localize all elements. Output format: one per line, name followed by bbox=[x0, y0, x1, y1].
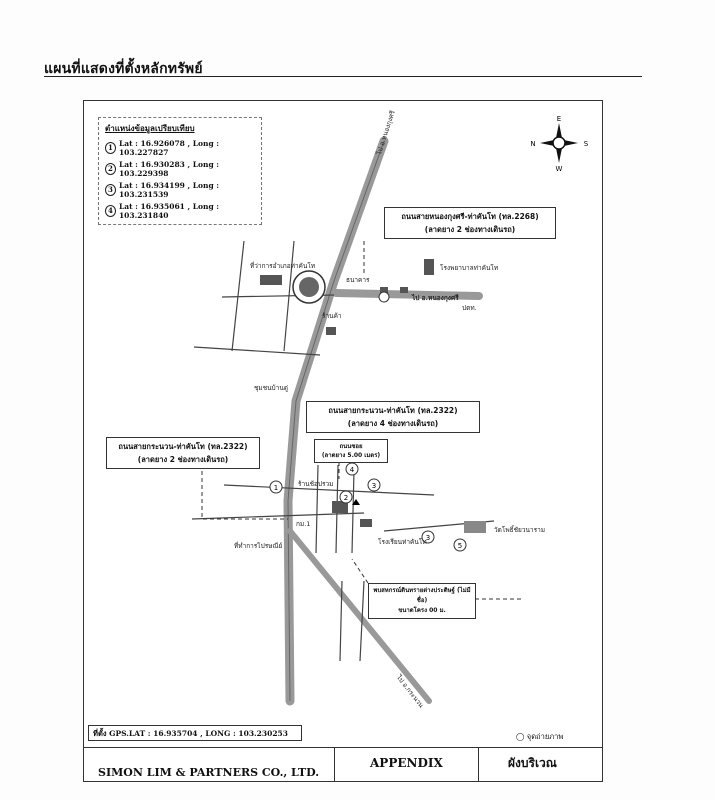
coord-text: Lat : 16.930283 , Long : 103.229398 bbox=[118, 160, 220, 178]
label-temple: วัดโพธิ์ชัยวนาราม bbox=[494, 526, 546, 534]
callout-road-2322-4-lane: ถนนสายกระนวน-ท่าคันโท (ทล.2322) (ลาดยาง … bbox=[306, 401, 480, 433]
road-southeast bbox=[287, 528, 432, 704]
marker-number: 4 bbox=[105, 205, 116, 217]
label-bank: ธนาคาร bbox=[346, 276, 370, 284]
coord-text: Lat : 16.935061 , Long : 103.231840 bbox=[118, 202, 220, 220]
svg-text:2: 2 bbox=[344, 494, 348, 502]
coords-heading: ตำแหน่งข้อมูลเปรียบเทียบ bbox=[105, 123, 195, 133]
label-hospital: โรงพยาบาลท่าคันโท bbox=[440, 264, 499, 272]
comparison-markers: 1 4 3 2 3 5 bbox=[269, 291, 467, 552]
highway-main-road-edge bbox=[287, 140, 385, 702]
callout-soi: ถนนซอย (ลาดยาง 5.00 เมตร) bbox=[314, 439, 388, 463]
callout-line: ถนนซอย bbox=[339, 443, 363, 450]
legend-label: จุดถ่ายภาพ bbox=[526, 732, 564, 741]
label-road-east: ไป อ.หนองกุงศรี bbox=[412, 294, 459, 302]
footer-divider bbox=[478, 748, 479, 781]
callout-line: ถนนสายกระนวน-ท่าคันโท (ทล.2322) bbox=[118, 442, 248, 451]
footer-table: SIMON LIM & PARTNERS CO., LTD. APPENDIX … bbox=[84, 747, 602, 781]
plan-label: ผังบริเวณ bbox=[508, 756, 557, 770]
temple-icon bbox=[464, 521, 486, 533]
local-streets bbox=[191, 240, 495, 662]
compass-rose-icon: E N S W bbox=[530, 115, 589, 173]
callout-line: (ลาดยาง 2 ช่องทางเดินรถ) bbox=[424, 225, 516, 234]
marker-number: 1 bbox=[105, 142, 116, 154]
compass-left: N bbox=[530, 140, 535, 148]
callout-line: ขนาดโครง 00 ม. bbox=[398, 607, 446, 614]
building-icon bbox=[400, 287, 408, 293]
camera-point-icon: ◯ bbox=[516, 732, 525, 741]
callout-road-2322-2-lane: ถนนสายกระนวน-ท่าคันโท (ทล.2322) (ลาดยาง … bbox=[106, 437, 260, 469]
page-title: แผนที่แสดงที่ตั้งหลักทรัพย์ bbox=[44, 61, 203, 77]
svg-text:1: 1 bbox=[274, 484, 278, 492]
building-icon bbox=[380, 287, 388, 293]
coord-text: Lat : 16.934199 , Long : 103.231539 bbox=[118, 181, 220, 199]
callout-property: พบสหกรณ์ดินทรายต่างประดิษฐ์ (ไม่มีชื่อ) … bbox=[368, 583, 476, 619]
company-name: SIMON LIM & PARTNERS CO., LTD. bbox=[98, 766, 320, 779]
coord-row: 1 Lat : 16.926078 , Long : 103.227827 bbox=[105, 139, 255, 157]
coord-row: 4 Lat : 16.935061 , Long : 103.231840 bbox=[105, 202, 255, 220]
svg-text:3: 3 bbox=[426, 534, 430, 542]
label-village: ชุมชนบ้านดู่ bbox=[254, 384, 288, 392]
svg-text:3: 3 bbox=[372, 482, 376, 490]
coord-row: 3 Lat : 16.934199 , Long : 103.231539 bbox=[105, 181, 255, 199]
callout-line: ถนนสายหนองกุงศรี-ท่าคันโท (ทล.2268) bbox=[401, 212, 539, 221]
map-frame: 1 4 3 2 3 5 ตำแหน่งข้อมูลเปรียบเทียบ 1 L… bbox=[83, 100, 603, 782]
label-shop: ร้านค้า bbox=[322, 312, 342, 320]
subject-gps-box: ที่ตั้ง GPS.LAT : 16.935704 , LONG : 103… bbox=[88, 725, 302, 741]
building-icon bbox=[360, 519, 372, 527]
subject-marker-icon bbox=[352, 499, 360, 505]
coord-text: Lat : 16.926078 , Long : 103.227827 bbox=[118, 139, 220, 157]
compass-top: E bbox=[557, 115, 561, 123]
compass-right: S bbox=[584, 140, 589, 148]
comparison-coords-box: ตำแหน่งข้อมูลเปรียบเทียบ 1 Lat : 16.9260… bbox=[98, 117, 262, 225]
footer-divider bbox=[334, 748, 335, 781]
label-km1: กม.1 bbox=[296, 520, 311, 528]
label-post-office: ที่ทำการไปรษณีย์ bbox=[234, 542, 283, 550]
marker-number: 3 bbox=[105, 184, 116, 196]
callout-road-2268: ถนนสายหนองกุงศรี-ท่าคันโท (ทล.2268) (ลาด… bbox=[384, 207, 556, 239]
label-school: โรงเรียนท่าคันโท bbox=[378, 538, 427, 546]
coord-row: 2 Lat : 16.930283 , Long : 103.229398 bbox=[105, 160, 255, 178]
callout-line: พบสหกรณ์ดินทรายต่างประดิษฐ์ (ไม่มีชื่อ) bbox=[373, 587, 471, 604]
location-map: 1 4 3 2 3 5 bbox=[191, 136, 524, 706]
building-icon bbox=[424, 259, 434, 275]
appendix-label: APPENDIX bbox=[370, 756, 443, 770]
photo-point-legend: ◯ จุดถ่ายภาพ bbox=[516, 731, 563, 743]
callout-line: (ลาดยาง 2 ช่องทางเดินรถ) bbox=[137, 455, 229, 464]
svg-text:5: 5 bbox=[458, 542, 462, 550]
callout-line: (ลาดยาง 5.00 เมตร) bbox=[321, 452, 381, 459]
building-icon bbox=[332, 501, 348, 513]
marker-number: 2 bbox=[105, 163, 116, 175]
callout-line: ถนนสายกระนวน-ท่าคันโท (ทล.2322) bbox=[328, 406, 458, 415]
callout-line: (ลาดยาง 4 ช่องทางเดินรถ) bbox=[347, 419, 439, 428]
compass-bottom: W bbox=[556, 165, 563, 173]
landmark-blocks bbox=[260, 259, 486, 533]
building-icon bbox=[260, 275, 282, 285]
label-office: ที่ว่าการอำเภอท่าคันโท bbox=[250, 262, 316, 270]
road-east bbox=[332, 289, 483, 300]
building-icon bbox=[326, 327, 336, 335]
label-ptt: ปตท. bbox=[462, 304, 477, 312]
label-market: ร้านช้อปรวม bbox=[298, 480, 334, 488]
svg-text:4: 4 bbox=[350, 466, 355, 474]
roundabout-center-icon bbox=[299, 277, 319, 297]
title-divider bbox=[44, 76, 642, 77]
